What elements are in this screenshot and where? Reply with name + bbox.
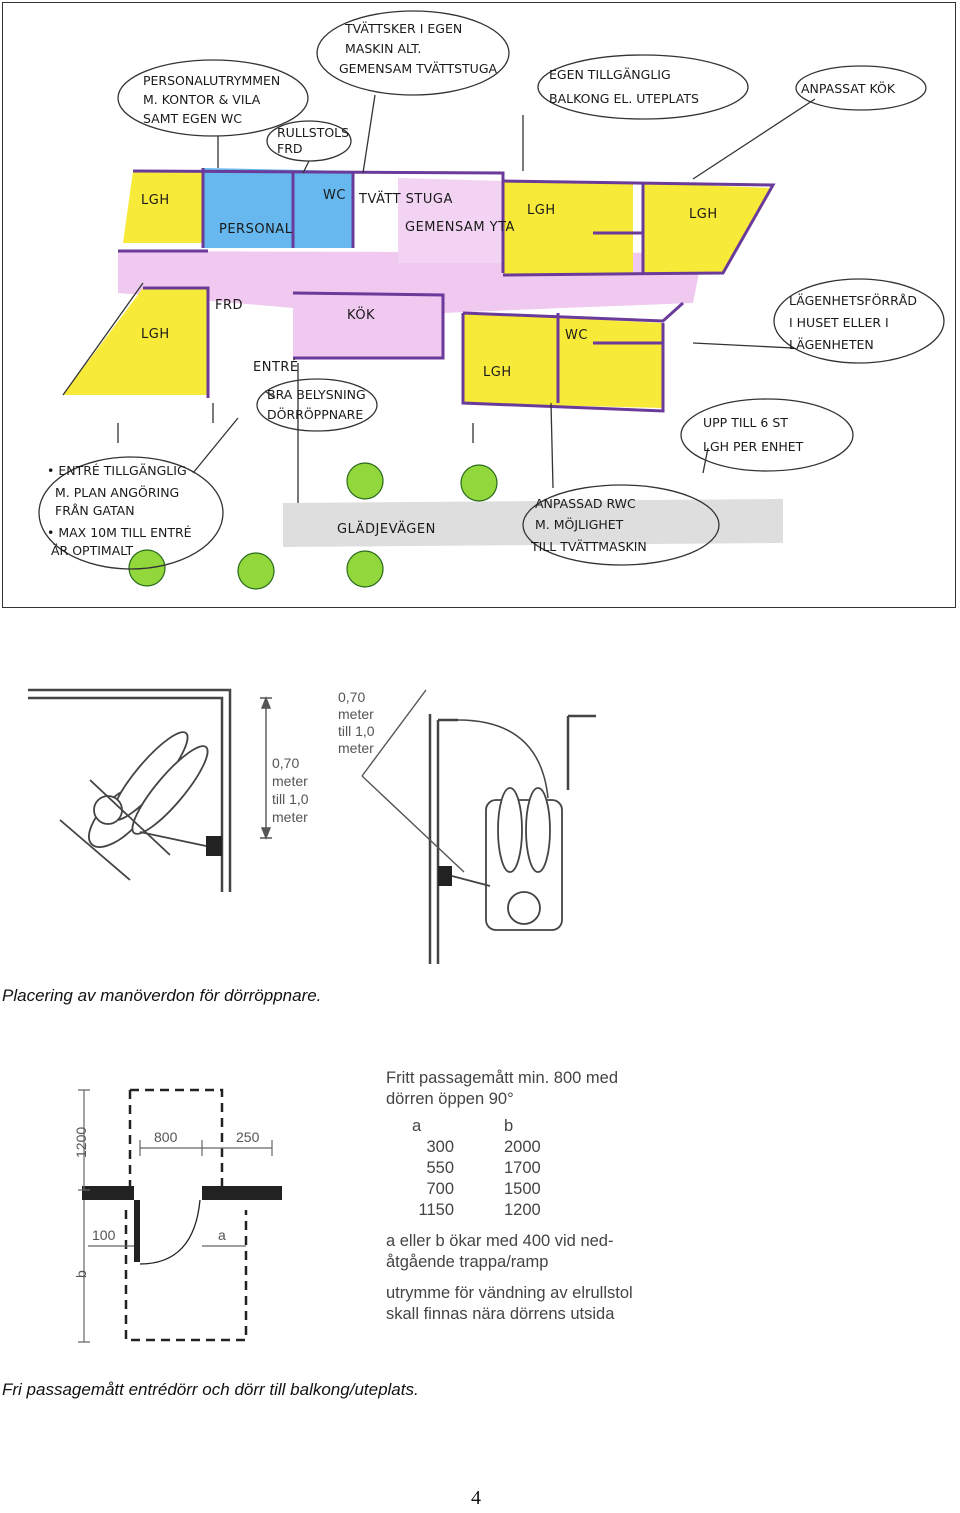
road — [283, 499, 783, 547]
col-b-header: b — [504, 1117, 514, 1135]
common-area — [118, 251, 703, 358]
spec-note-stairs: a eller b ökar med 400 vid ned-åtgående … — [386, 1232, 614, 1271]
callout-forrad: LÄGENHETSFÖRRÅD I HUSET ELLER I LÄGENHET… — [789, 292, 921, 352]
room-gemensam: GEMENSAM YTA — [405, 220, 515, 235]
dim-a: a — [218, 1227, 226, 1243]
figure-caption: Placering av manöverdon för dörröppnare. — [2, 986, 322, 1005]
passage-spec: Fritt passagemått min. 800 med dörren öp… — [386, 1068, 666, 1325]
floor-plan-sketch: LGH LGH LGH LGH LGH PERSONAL WC TVÄTT ST… — [2, 2, 956, 608]
tree — [346, 462, 384, 500]
apartment-bottom-left — [63, 288, 208, 395]
room-tvatt: TVÄTT STUGA — [358, 191, 453, 207]
wheelchair-user — [59, 731, 209, 881]
dim-1200: 1200 — [73, 1127, 89, 1158]
dim-800: 800 — [154, 1129, 178, 1145]
door-opener-figure: 0,70 meter till 1,0 meter 0,70 meter til… — [28, 688, 596, 964]
left-dimension: 0,70 meter till 1,0 meter — [272, 755, 312, 825]
apartment-top-middle — [503, 181, 633, 275]
apartment-top-left — [123, 171, 203, 243]
spec-note-turning: utrymme för vändning av elrullstol skall… — [386, 1284, 633, 1323]
callout-entre: • ENTRÉ TILLGÄNGLIG M. PLAN ANGÖRING FRÅ… — [47, 463, 196, 558]
tree — [460, 464, 498, 502]
callout-upp: UPP TILL 6 ST LGH PER ENHET — [703, 415, 804, 454]
callout-rullstol: RULLSTOLS FRD — [277, 125, 353, 156]
room-lgh: LGH — [141, 193, 170, 208]
room-entre: ENTRÉ — [253, 359, 299, 375]
room-personal: PERSONAL — [219, 222, 293, 237]
right-dimension: 0,70 meter till 1,0 meter — [338, 689, 378, 756]
callout-balkong: EGEN TILLGÄNGLIG BALKONG EL. UTEPLATS — [549, 67, 699, 106]
dim-250: 250 — [236, 1129, 260, 1145]
page-number: 4 — [471, 1487, 481, 1509]
room-lgh: LGH — [527, 203, 556, 218]
dim-b: b — [73, 1270, 89, 1278]
room-wc: WC — [323, 188, 346, 203]
callout-rwc: ANPASSAD RWC M. MÖJLIGHET TILL TVÄTTMASK… — [530, 496, 647, 554]
callout-personal: PERSONALUTRYMMEN M. KONTOR & VILA SAMT E… — [143, 73, 284, 126]
apartment-bottom-right — [463, 313, 663, 408]
tree — [346, 550, 384, 588]
door-button — [206, 836, 222, 856]
callout-kok: ANPASSAT KÖK — [801, 80, 896, 96]
room-kok: KÖK — [347, 306, 375, 323]
room-lgh: LGH — [689, 207, 718, 222]
spec-title: Fritt passagemått min. 800 med dörren öp… — [386, 1069, 619, 1108]
callout-belysning: BRA BELYSNING DÖRRÖPPNARE — [267, 387, 370, 422]
apartment-top-right — [643, 183, 773, 273]
tree — [237, 552, 275, 590]
street-name: GLÄDJEVÄGEN — [337, 521, 436, 537]
passage-figure: 1200 800 250 100 a b — [73, 1088, 282, 1343]
door-button — [438, 866, 452, 886]
room-frd: FRD — [215, 298, 243, 313]
dim-100: 100 — [92, 1227, 116, 1243]
room-lgh: LGH — [483, 365, 512, 380]
room-wc: WC — [565, 328, 588, 343]
staff-area — [203, 168, 353, 248]
col-a-header: a — [412, 1117, 422, 1135]
figure-caption: Fri passagemått entrédörr och dörr till … — [2, 1380, 419, 1399]
room-lgh: LGH — [141, 327, 170, 342]
callout-tvatt: TVÄTTSKER I EGEN MASKIN ALT. GEMENSAM TV… — [339, 21, 498, 76]
wheelchair-user — [451, 787, 563, 931]
